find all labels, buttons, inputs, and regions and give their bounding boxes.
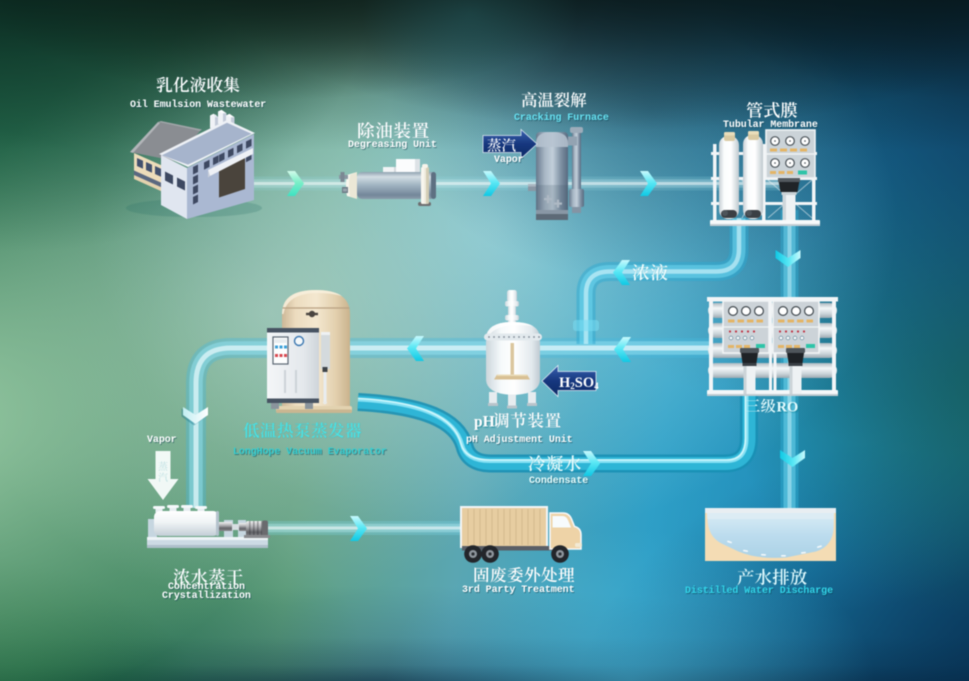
svg-text:H2SO4: H2SO4 [559,375,599,391]
svg-text:pH: pH [474,414,495,431]
svg-text:RO: RO [777,400,799,416]
